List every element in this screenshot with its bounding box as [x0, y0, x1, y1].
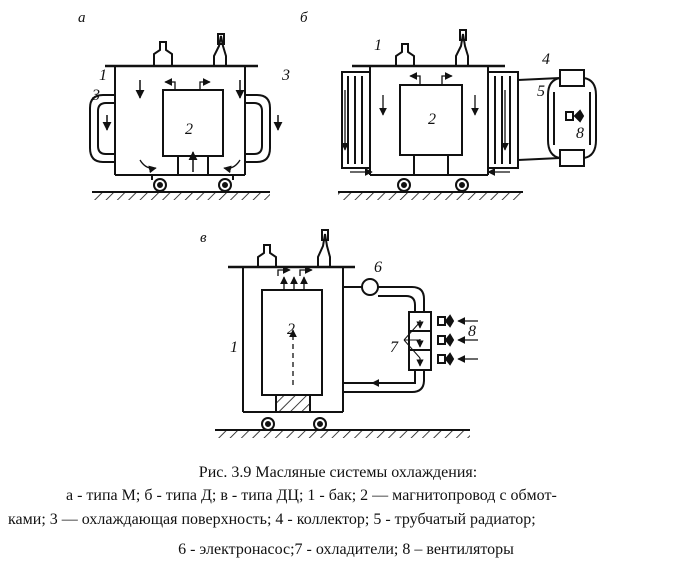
callout-1: 1 — [99, 67, 107, 84]
caption-line-4: 6 - электронасос;7 - охладители; 8 – вен… — [178, 541, 514, 558]
callout-2: 2 — [428, 111, 436, 128]
callout-2: 2 — [287, 321, 295, 338]
callout-2: 2 — [185, 121, 193, 138]
panel-v-diagram: в — [200, 229, 478, 438]
callout-3: 3 — [281, 67, 290, 84]
callout-3b: 3 — [91, 87, 100, 104]
caption-line-3: ками; 3 — охлаждающая поверхность; 4 - к… — [8, 511, 536, 528]
callout-5: 5 — [537, 83, 545, 100]
panel-v-numbers: 1 2 6 7 8 — [230, 259, 476, 356]
panel-v-label: в — [200, 230, 207, 246]
callout-1: 1 — [374, 37, 382, 54]
callout-4: 4 — [542, 51, 550, 68]
panel-b-numbers: 1 2 4 5 8 — [374, 37, 584, 142]
callout-8: 8 — [468, 323, 476, 340]
callout-7: 7 — [390, 339, 399, 356]
panel-a-label: а — [78, 10, 86, 26]
panel-b-label: б — [300, 10, 308, 26]
callout-1: 1 — [230, 339, 238, 356]
panel-b-diagram: б — [300, 10, 597, 200]
caption-title: Рис. 3.9 Масляные системы охлаждения: — [198, 464, 478, 481]
cooling-systems-diagram: а 1 2 3 — [78, 10, 597, 438]
caption-line-2: а - типа М; б - типа Д; в - типа ДЦ; 1 -… — [66, 487, 557, 504]
panel-a-numbers: 1 2 3 3 — [91, 67, 290, 138]
callout-6: 6 — [374, 259, 382, 276]
panel-a-diagram: а — [78, 10, 283, 200]
callout-8: 8 — [576, 125, 584, 142]
